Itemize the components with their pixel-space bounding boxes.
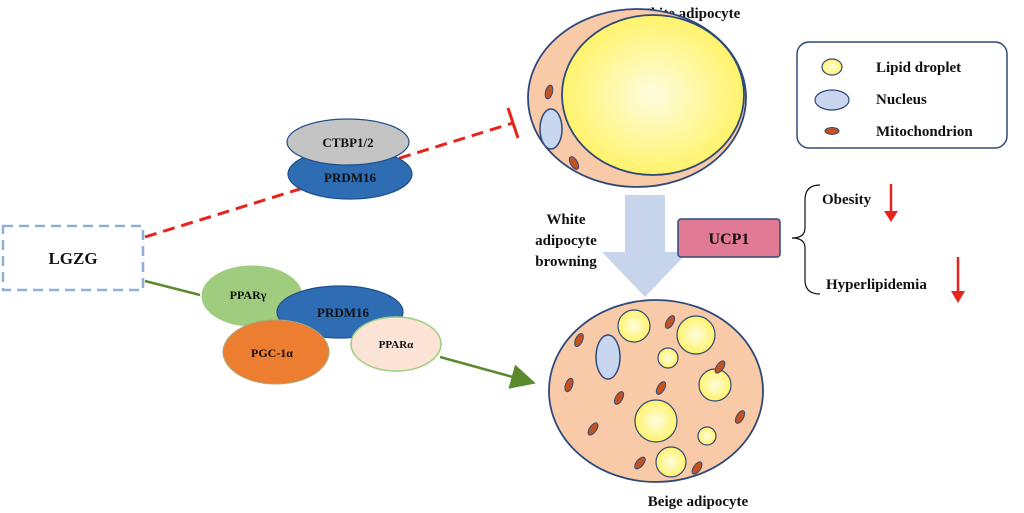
mitochondrion bbox=[587, 422, 599, 436]
lipid-droplet bbox=[657, 347, 679, 369]
lipid-droplet bbox=[655, 446, 687, 478]
white-adipocyte-lipid-droplet bbox=[561, 14, 745, 176]
legend: Lipid droplet Nucleus Mitochondrion bbox=[796, 41, 1008, 149]
legend-mito-label: Mitochondrion bbox=[876, 124, 973, 140]
lgzg-label: LGZG bbox=[48, 249, 97, 268]
mitochondrion bbox=[544, 84, 554, 100]
activation-line-start bbox=[144, 279, 201, 297]
mitochondrion bbox=[734, 410, 746, 424]
white-adipocyte-nucleus bbox=[539, 108, 563, 150]
mitochondrion bbox=[691, 461, 703, 475]
prdm16-top-label: PRDM16 bbox=[324, 170, 376, 185]
pgc1a-node bbox=[222, 319, 330, 385]
ppar-gamma-label: PPARγ bbox=[230, 288, 267, 302]
ctbp-prdm16-complex: CTBP1/2 PRDM16 bbox=[286, 118, 413, 200]
ppar-alpha-node bbox=[350, 316, 442, 372]
browning-arrow bbox=[602, 195, 688, 297]
mitochondrion bbox=[655, 381, 667, 395]
lipid-droplet bbox=[697, 426, 717, 446]
lipid-droplet bbox=[676, 315, 716, 355]
prdm16-bottom-label: PRDM16 bbox=[317, 305, 369, 320]
ctbp-node bbox=[286, 118, 410, 166]
mitochondrion bbox=[613, 391, 625, 405]
pgc1a-label: PGC-1α bbox=[251, 346, 293, 360]
mitochondrion bbox=[574, 332, 584, 348]
white-adipocyte bbox=[527, 8, 747, 188]
outcome-brace bbox=[791, 184, 821, 295]
obesity-label: Obesity bbox=[822, 192, 872, 208]
mitochondrion bbox=[568, 156, 580, 170]
mitochondrion bbox=[714, 360, 726, 374]
ppar-prdm16-complex: PPARγ PRDM16 PGC-1α PPARα bbox=[201, 265, 442, 385]
mitochondrion-legend-icon bbox=[824, 127, 840, 135]
hyperlipidemia-label: Hyperlipidemia bbox=[826, 277, 927, 293]
hyperlipidemia-decrease-arrow-icon bbox=[951, 291, 965, 303]
legend-lipid-label: Lipid droplet bbox=[876, 60, 961, 76]
lipid-droplet-legend-icon bbox=[821, 58, 843, 76]
inhibition-bar bbox=[506, 107, 520, 139]
browning-label-line2: adipocyte bbox=[535, 233, 597, 249]
mitochondrion bbox=[634, 456, 646, 470]
browning-label-line1: White bbox=[546, 212, 586, 228]
lgzg-box bbox=[1, 224, 145, 292]
beige-adipocyte-nucleus bbox=[595, 334, 621, 380]
mitochondrion bbox=[664, 315, 676, 329]
lipid-droplet bbox=[698, 368, 732, 402]
ucp1-box bbox=[677, 218, 781, 258]
ctbp-label: CTBP1/2 bbox=[322, 135, 373, 150]
legend-box bbox=[796, 41, 1008, 149]
beige-adipocyte-title: Beige adipocyte bbox=[648, 494, 749, 510]
beige-adipocyte bbox=[548, 299, 764, 483]
lipid-droplet bbox=[617, 309, 651, 343]
ppar-alpha-label: PPARα bbox=[379, 339, 415, 351]
mitochondrion bbox=[564, 377, 574, 393]
nucleus-legend-icon bbox=[814, 89, 850, 111]
obesity-decrease-arrow-icon bbox=[884, 211, 898, 222]
browning-label-line3: browning bbox=[535, 254, 597, 270]
ucp1-label: UCP1 bbox=[709, 231, 750, 248]
activation-arrow bbox=[439, 355, 536, 389]
lipid-droplet bbox=[634, 399, 678, 443]
legend-nucleus-label: Nucleus bbox=[876, 92, 927, 108]
